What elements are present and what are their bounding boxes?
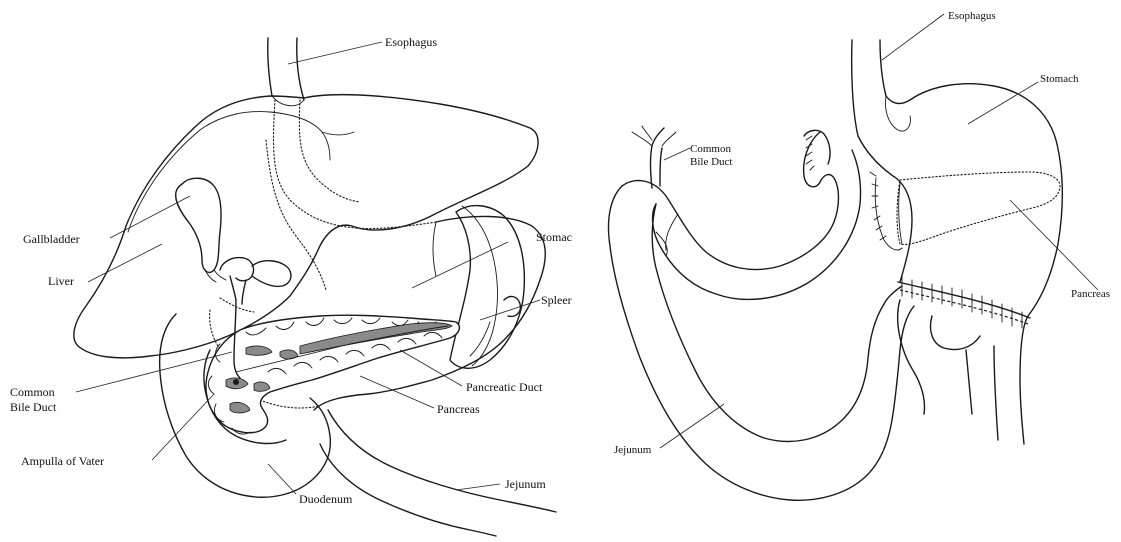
label-liver: Liver [48,274,74,288]
left-panel-normal-anatomy: Esophagus Gallbladder Liver Stomac Splee… [10,35,572,536]
label-ampulla-of-vater: Ampulla of Vater [21,454,104,468]
anastomosis-suture-line [898,276,1030,328]
hepatic-ducts [220,258,291,304]
label-pancreatic-duct: Pancreatic Duct [466,380,543,394]
label-jejunum-left: Jejunum [505,477,546,491]
stomach-shape-right [886,84,1062,444]
label-common-bile-duct-left-line1: Common [10,385,55,399]
label-esophagus-right: Esophagus [948,10,996,22]
right-panel-reconstruction: Esophagus Stomach Common Bile Duct Pancr… [609,10,1111,500]
label-pancreas-right: Pancreas [1071,288,1110,300]
label-spleen: Spleer [541,293,572,307]
label-gallbladder: Gallbladder [23,232,80,246]
right-leader-lines [660,14,1098,448]
common-bile-duct-right [632,126,676,188]
label-esophagus-left: Esophagus [385,35,437,49]
label-common-bile-duct-left-line2: Bile Duct [10,400,57,414]
ampulla-of-vater-mark [233,379,239,385]
esophagus-shape-right [852,40,886,136]
gallbladder-shape [176,178,221,272]
esophagus-shape-left [268,38,304,100]
spleen-shape [450,206,524,369]
jejunum-shape-right [609,132,915,500]
label-stomach-right: Stomach [1040,73,1079,85]
label-stomach-left: Stomac [536,230,572,244]
label-jejunum-right: Jejunum [614,444,652,456]
label-pancreas-left: Pancreas [437,402,480,416]
label-common-bile-duct-right-line2: Bile Duct [690,156,732,168]
label-common-bile-duct-right-line1: Common [690,143,731,155]
pancreas-shape-right [897,172,1060,245]
pancreas-shape-left [206,315,459,434]
jejunum-shape-left [320,410,556,536]
label-duodenum: Duodenum [299,492,353,506]
